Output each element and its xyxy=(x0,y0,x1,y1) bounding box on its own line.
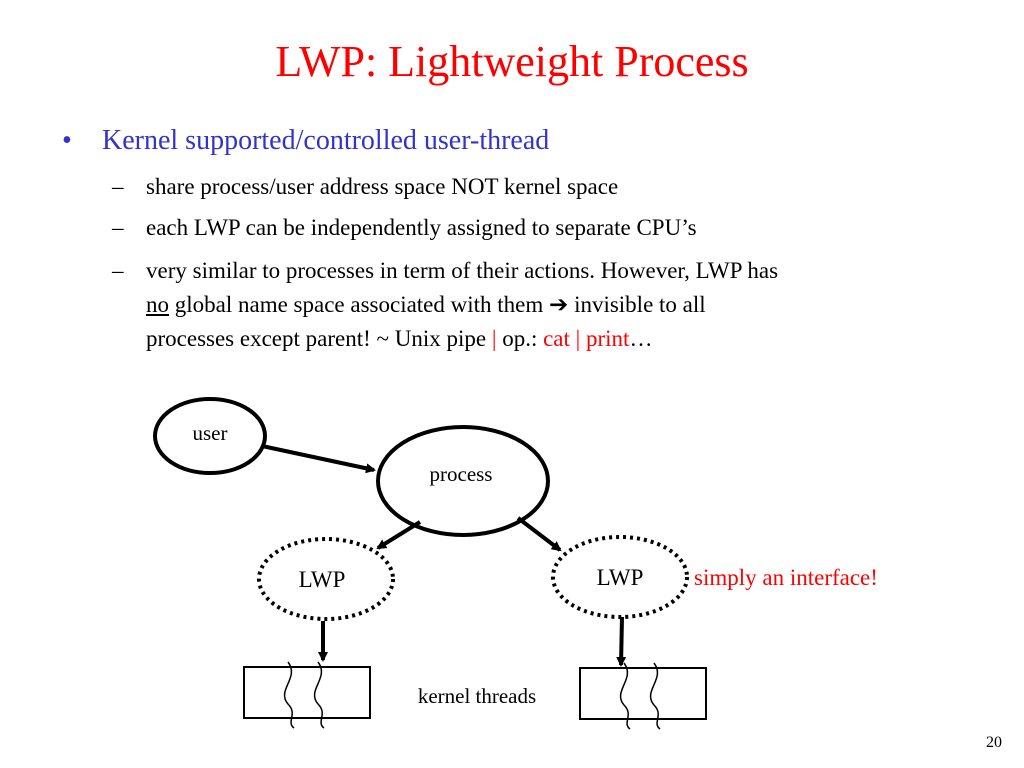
sub-bullet-2-text: each LWP can be independently assigned t… xyxy=(146,215,697,240)
pipe-symbol: | xyxy=(491,326,497,351)
line2-text: global name space associated with them xyxy=(169,292,550,317)
dash-marker: – xyxy=(112,215,124,240)
dash-marker: – xyxy=(112,258,124,283)
lwp-left-label: LWP xyxy=(299,567,346,592)
main-bullet-text: Kernel supported/controlled user-thread xyxy=(102,125,550,156)
print-command: print xyxy=(586,326,630,351)
op-text: op.: xyxy=(496,326,544,351)
sub-bullet-3-line-2: no global name space associated with the… xyxy=(146,288,946,322)
kernel-thread-box-left xyxy=(243,666,371,719)
slide-title: LWP: Lightweight Process xyxy=(275,37,749,86)
thread-squiggle-icon xyxy=(313,661,325,729)
right-arrow-icon: ➔ xyxy=(549,292,569,317)
page-number: 20 xyxy=(986,734,1002,751)
process-label: process xyxy=(430,462,493,486)
kernel-thread-box-right xyxy=(579,667,707,720)
thread-squiggle-icon xyxy=(649,662,661,730)
lwp-right-label: LWP xyxy=(597,565,644,590)
line2-end: invisible to all xyxy=(568,292,706,317)
process-to-left-lwp-arrow xyxy=(376,520,422,550)
line3-start: processes except parent! ~ Unix pipe xyxy=(146,326,492,351)
sub-bullet-3-line-1: very similar to processes in term of the… xyxy=(146,258,779,283)
interface-note: simply an interface! xyxy=(694,565,878,590)
ellipsis: … xyxy=(629,326,653,351)
underlined-no: no xyxy=(146,292,169,317)
user-to-process-arrow xyxy=(261,444,376,474)
lwp-left-node xyxy=(257,537,395,621)
right-lwp-to-kernel-arrow xyxy=(616,616,627,667)
cat-command: cat xyxy=(543,326,570,351)
thread-squiggle-icon xyxy=(283,661,295,729)
sub-bullet-3-text: very similar to processes in term of the… xyxy=(146,254,946,356)
bullet-marker: • xyxy=(62,125,72,156)
user-label: user xyxy=(193,421,228,445)
sub-bullet-1-text: share process/user address space NOT ker… xyxy=(146,174,619,199)
process-to-right-lwp-arrow xyxy=(516,516,562,552)
sub-bullet-3-line-3: processes except parent! ~ Unix pipe | o… xyxy=(146,322,946,356)
dash-marker: – xyxy=(112,174,124,199)
pipe-symbol-2: | xyxy=(569,326,586,351)
process-node xyxy=(376,425,550,537)
user-node xyxy=(153,397,267,475)
thread-squiggle-icon xyxy=(619,662,631,730)
kernel-threads-label: kernel threads xyxy=(418,684,536,708)
